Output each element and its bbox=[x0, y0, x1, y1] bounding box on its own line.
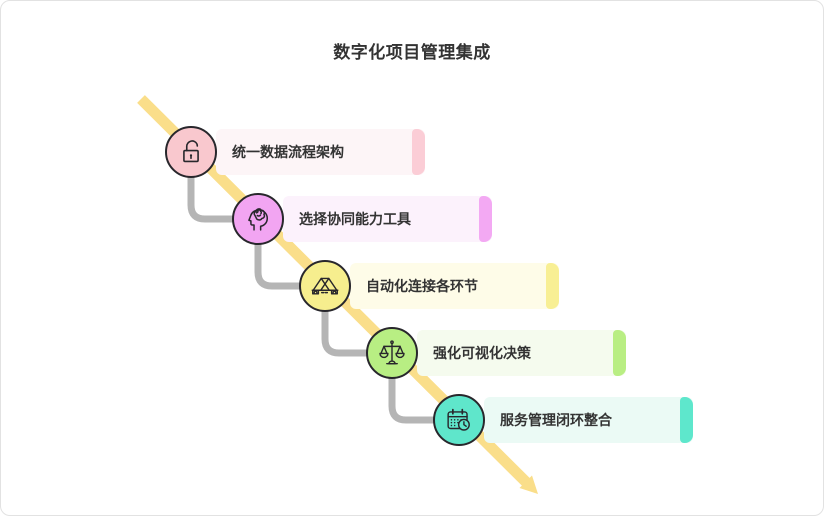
step-connector bbox=[254, 235, 304, 290]
step-accent-bar bbox=[479, 196, 492, 242]
step-accent-bar bbox=[680, 397, 693, 443]
step-label: 强化可视化决策 bbox=[433, 345, 531, 361]
step-label: 服务管理闭环整合 bbox=[500, 412, 612, 428]
timeline-arrowhead bbox=[519, 475, 538, 494]
step-label: 统一数据流程架构 bbox=[232, 144, 344, 160]
step-label-card: 自动化连接各环节 bbox=[350, 263, 559, 309]
step-circle bbox=[433, 394, 485, 446]
step-circle bbox=[232, 193, 284, 245]
step-connector bbox=[187, 168, 237, 223]
step-circle bbox=[165, 126, 217, 178]
step-circle bbox=[366, 327, 418, 379]
step-accent-bar bbox=[412, 129, 425, 175]
diagram-title: 数字化项目管理集成 bbox=[333, 43, 491, 62]
step-connector bbox=[388, 369, 438, 424]
calendar-clock-icon bbox=[447, 408, 471, 431]
step-label-card: 统一数据流程架构 bbox=[216, 129, 425, 175]
step-label-card: 服务管理闭环整合 bbox=[484, 397, 693, 443]
step-circle bbox=[299, 260, 351, 312]
step-label-card: 强化可视化决策 bbox=[417, 330, 626, 376]
step-accent-bar bbox=[613, 330, 626, 376]
brain-head-icon bbox=[248, 208, 269, 231]
step-label-card: 选择协同能力工具 bbox=[283, 196, 492, 242]
step-accent-bar bbox=[546, 263, 559, 309]
step-connectors bbox=[187, 168, 438, 424]
scales-icon bbox=[379, 340, 405, 365]
step-label: 选择协同能力工具 bbox=[299, 211, 411, 227]
bridge-icon bbox=[311, 277, 339, 295]
step-connector bbox=[321, 302, 371, 357]
step-label: 自动化连接各环节 bbox=[366, 278, 478, 294]
unlock-icon bbox=[183, 140, 199, 163]
